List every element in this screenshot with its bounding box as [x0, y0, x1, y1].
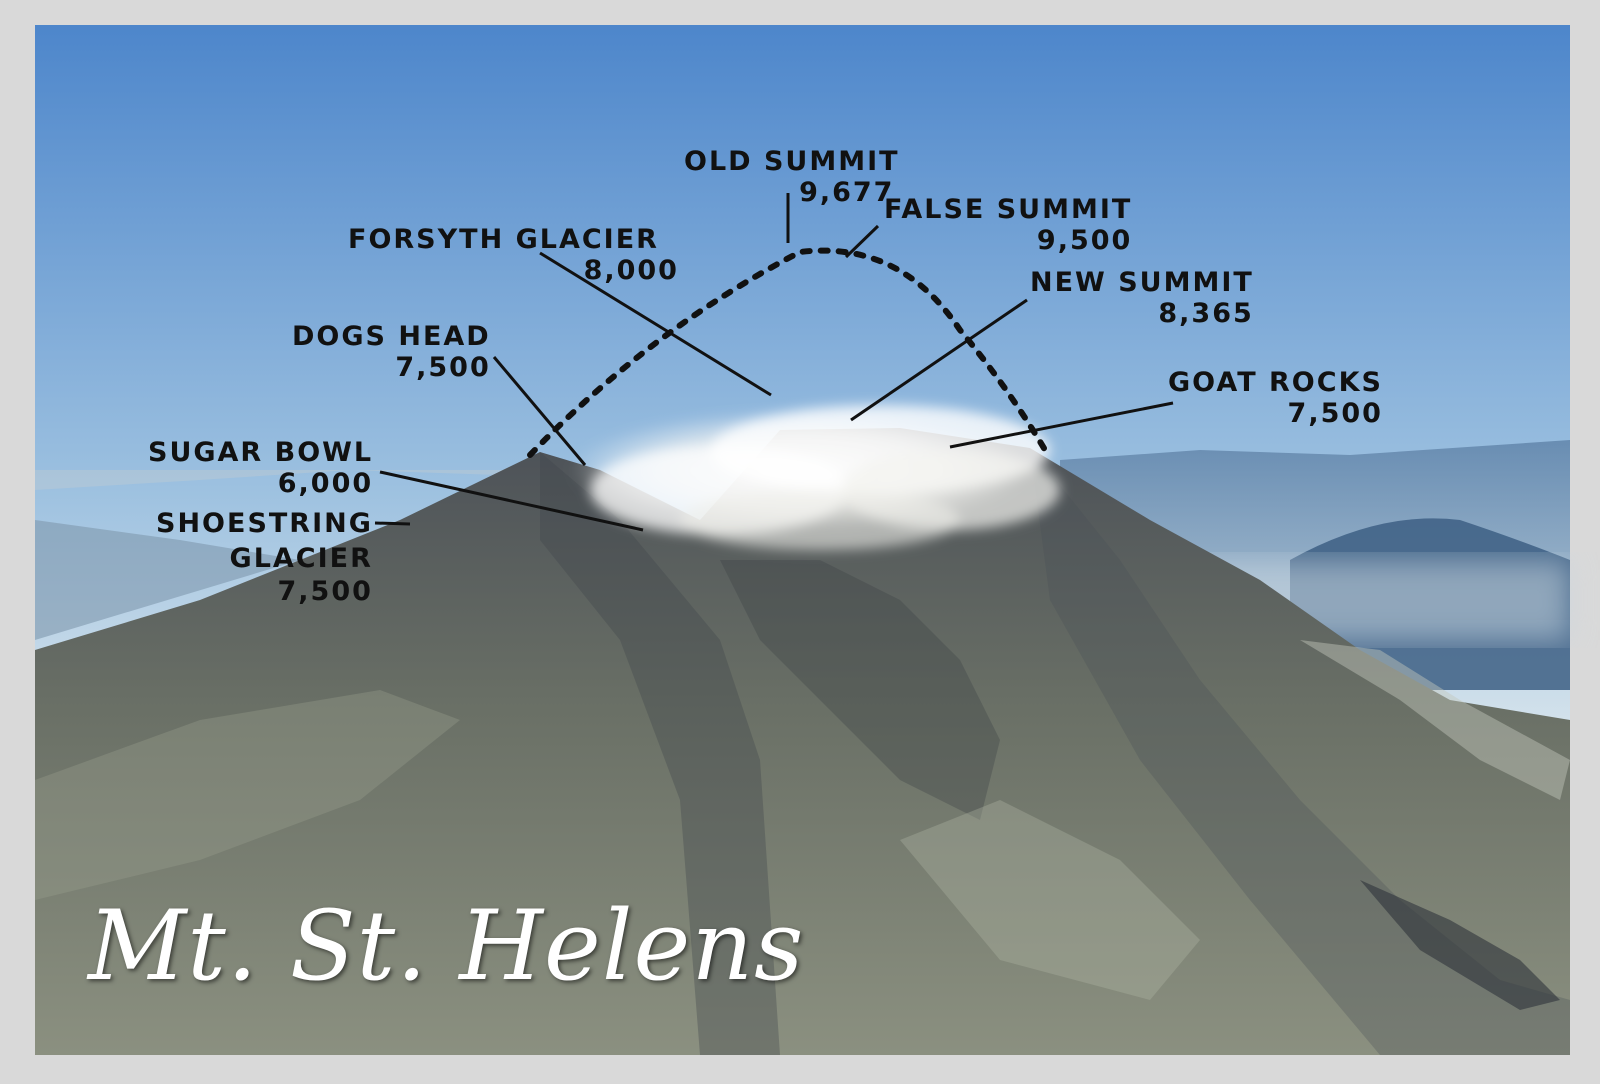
old-summit-name: OLD SUMMIT [684, 146, 900, 177]
sugar-bowl-elevation: 6,000 [277, 468, 374, 499]
label-dogs-head: DOGS HEAD 7,500 [292, 323, 491, 381]
label-sugar-bowl: SUGAR BOWL 6,000 [148, 439, 373, 497]
dogs-head-elevation: 7,500 [395, 352, 491, 383]
new-summit-name: NEW SUMMIT [1030, 267, 1254, 298]
old-summit-elevation: 9,677 [799, 177, 895, 208]
dogs-head-name: DOGS HEAD [292, 321, 491, 352]
leader-lines [374, 193, 1174, 532]
label-false-summit: FALSE SUMMIT 9,500 [884, 196, 1132, 254]
false-summit-elevation: 9,500 [1036, 225, 1133, 256]
false-summit-name: FALSE SUMMIT [884, 194, 1133, 225]
mountain-body [35, 428, 1570, 1055]
steam-cloud [570, 405, 1060, 550]
sugar-bowl-name: SUGAR BOWL [148, 437, 374, 468]
label-goat-rocks: GOAT ROCKS 7,500 [1168, 369, 1383, 427]
label-new-summit: NEW SUMMIT 8,365 [1030, 269, 1254, 327]
shoestring-glacier-elevation: 7,500 [277, 576, 373, 607]
postcard-title: Mt. St. Helens [88, 890, 805, 1002]
shoestring-glacier-name-line1: SHOESTRING [156, 508, 373, 539]
label-old-summit: OLD SUMMIT 9,677 [684, 148, 900, 206]
shoestring-glacier-name-line2: GLACIER [229, 543, 373, 574]
goat-rocks-name: GOAT ROCKS [1168, 367, 1383, 398]
new-summit-elevation: 8,365 [1158, 298, 1254, 329]
old-summit-profile [527, 247, 1051, 458]
label-forsyth-glacier: FORSYTH GLACIER 8,000 [348, 224, 677, 284]
forsyth-glacier-name: FORSYTH GLACIER [348, 224, 659, 255]
forsyth-glacier-elevation: 8,000 [583, 255, 679, 286]
goat-rocks-elevation: 7,500 [1287, 398, 1383, 429]
label-shoestring-glacier: SHOESTRING GLACIER 7,500 [156, 510, 373, 605]
